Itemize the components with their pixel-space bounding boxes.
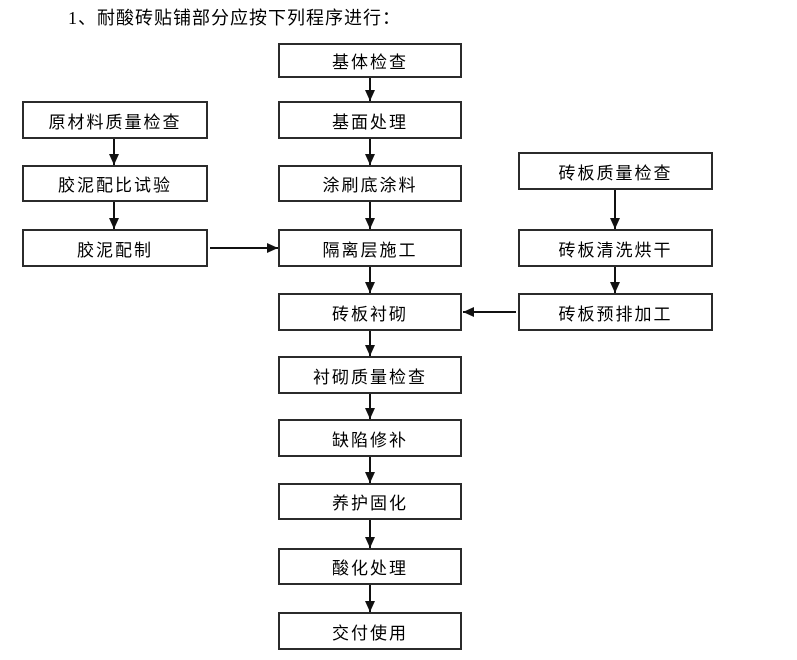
flow-node-brick-lining: 砖板衬砌 xyxy=(278,293,462,331)
flow-node-brick-quality-inspection: 砖板质量检查 xyxy=(518,152,713,190)
flow-node-label: 原材料质量检查 xyxy=(48,112,182,132)
flow-node-mortar-ratio-test: 胶泥配比试验 xyxy=(22,165,208,202)
flow-node-mortar-preparation: 胶泥配制 xyxy=(22,229,208,267)
flow-node-label: 砖板预排加工 xyxy=(558,304,673,324)
flow-node-label: 砖板质量检查 xyxy=(558,163,673,183)
flow-node-label: 涂刷底涂料 xyxy=(322,176,418,195)
flow-node-raw-material-quality-inspection: 原材料质量检查 xyxy=(22,101,208,139)
flow-node-label: 缺陷修补 xyxy=(332,430,408,450)
flow-node-defect-repair: 缺陷修补 xyxy=(278,419,462,457)
page-title: 1、耐酸砖贴铺部分应按下列程序进行： xyxy=(68,8,401,28)
flow-node-lining-quality-inspection: 衬砌质量检查 xyxy=(278,356,462,394)
flow-node-label: 砖板衬砌 xyxy=(332,304,408,324)
flow-node-acid-treatment: 酸化处理 xyxy=(278,548,462,585)
flow-node-label: 交付使用 xyxy=(332,623,408,643)
flow-node-label: 砖板清洗烘干 xyxy=(558,240,673,260)
flow-node-label: 胶泥配制 xyxy=(77,240,153,260)
flow-node-isolation-layer-construction: 隔离层施工 xyxy=(278,229,462,267)
flow-node-base-body-inspection: 基体检查 xyxy=(278,43,462,78)
flow-node-label: 胶泥配比试验 xyxy=(58,176,172,195)
flow-node-label: 基面处理 xyxy=(332,112,408,132)
flow-node-primer-coating: 涂刷底涂料 xyxy=(278,165,462,202)
flow-node-label: 基体检查 xyxy=(332,53,408,72)
flow-node-curing: 养护固化 xyxy=(278,483,462,520)
flow-node-label: 隔离层施工 xyxy=(322,240,418,260)
flow-node-brick-cleaning-drying: 砖板清洗烘干 xyxy=(518,229,713,267)
flow-node-label: 酸化处理 xyxy=(332,559,408,578)
flow-node-base-surface-treatment: 基面处理 xyxy=(278,101,462,139)
flow-node-label: 衬砌质量检查 xyxy=(313,367,427,387)
flow-node-delivery: 交付使用 xyxy=(278,612,462,650)
flow-node-brick-pre-arrangement: 砖板预排加工 xyxy=(518,293,713,331)
flow-node-label: 养护固化 xyxy=(332,494,408,513)
